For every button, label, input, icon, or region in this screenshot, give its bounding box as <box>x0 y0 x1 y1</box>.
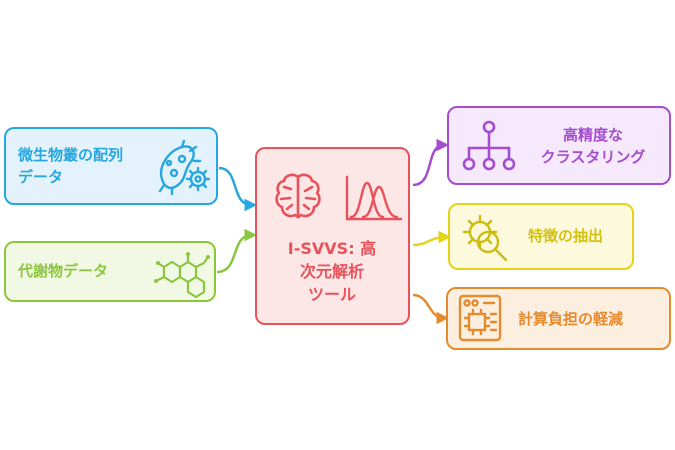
metabolite-data-node: 代謝物データ <box>4 241 216 302</box>
distribution-chart-icon <box>345 175 403 221</box>
compute-reduction-label: 計算負担の軽減 <box>518 310 624 328</box>
microbiome-data-label: 微生物叢の配列 データ <box>18 146 124 186</box>
hierarchy-icon <box>462 120 516 171</box>
molecule-icon <box>154 252 210 299</box>
arrow-center-to-clustering <box>412 138 449 187</box>
clustering-node: 高精度な クラスタリング <box>447 106 671 185</box>
microbiome-data-node: 微生物叢の配列 データ <box>4 127 218 205</box>
arrow-metabolite-to-center <box>216 228 257 274</box>
i-svvs-tool-label: I-SVVS: 高 次元解析 ツール <box>287 239 377 304</box>
feature-extraction-node: 特徴の抽出 <box>448 203 634 270</box>
compute-reduction-node: 計算負担の軽減 <box>446 287 671 350</box>
arrow-center-to-features <box>412 230 451 247</box>
feature-extraction-label: 特徴の抽出 <box>528 227 604 245</box>
chip-icon <box>458 294 502 342</box>
clustering-label: 高精度な クラスタリング <box>540 126 646 166</box>
metabolite-data-label: 代謝物データ <box>18 262 109 280</box>
bacteria-icon <box>158 139 211 195</box>
virus-search-icon <box>462 214 508 262</box>
brain-icon <box>275 173 321 219</box>
i-svvs-tool-node: I-SVVS: 高 次元解析 ツール <box>255 147 410 325</box>
arrow-center-to-compute <box>412 293 449 325</box>
arrow-microbiome-to-center <box>218 166 257 212</box>
